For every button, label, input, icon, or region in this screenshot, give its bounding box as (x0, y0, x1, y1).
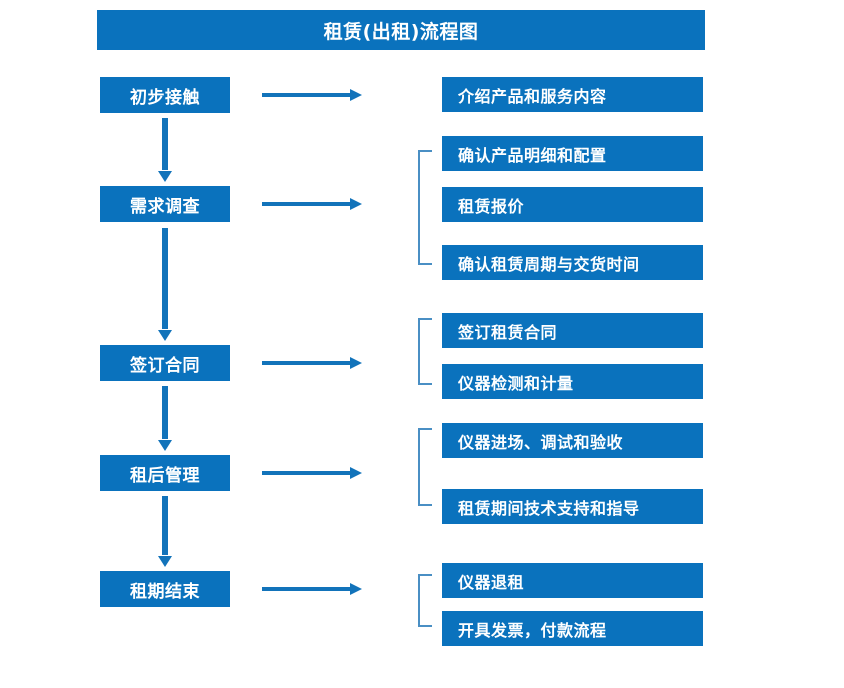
stage-box-initial-contact[interactable]: 初步接触 (100, 77, 230, 113)
detail-box-sign-rental-contract[interactable]: 签订租赁合同 (442, 313, 703, 348)
arrow-right-icon-4 (262, 467, 362, 479)
arrow-down-icon-3 (158, 386, 172, 451)
detail-box-rental-quotation[interactable]: 租赁报价 (442, 187, 703, 222)
stage-box-sign-contract[interactable]: 签订合同 (100, 345, 230, 381)
arrow-down-icon-1 (158, 118, 172, 182)
detail-box-tech-support-guidance[interactable]: 租赁期间技术支持和指导 (442, 489, 703, 524)
arrow-down-icon-4 (158, 496, 172, 567)
group-bracket-icon-2 (418, 150, 432, 265)
arrow-right-icon-1 (262, 89, 362, 101)
arrow-down-icon-2 (158, 228, 172, 341)
detail-box-invoice-payment[interactable]: 开具发票，付款流程 (442, 611, 703, 646)
detail-box-instrument-inspection[interactable]: 仪器检测和计量 (442, 364, 703, 399)
stage-box-requirement-survey[interactable]: 需求调查 (100, 186, 230, 222)
stage-box-lease-end[interactable]: 租期结束 (100, 571, 230, 607)
detail-box-intro-products-services[interactable]: 介绍产品和服务内容 (442, 77, 703, 112)
detail-box-instrument-onsite-commission[interactable]: 仪器进场、调试和验收 (442, 423, 703, 458)
arrow-right-icon-2 (262, 198, 362, 210)
stage-box-post-rental-mgmt[interactable]: 租后管理 (100, 455, 230, 491)
diagram-title: 租赁(出租)流程图 (97, 10, 705, 50)
detail-box-confirm-period-delivery[interactable]: 确认租赁周期与交货时间 (442, 245, 703, 280)
arrow-right-icon-5 (262, 583, 362, 595)
detail-box-instrument-return[interactable]: 仪器退租 (442, 563, 703, 598)
group-bracket-icon-3 (418, 318, 432, 385)
detail-box-confirm-product-spec[interactable]: 确认产品明细和配置 (442, 136, 703, 171)
arrow-right-icon-3 (262, 357, 362, 369)
group-bracket-icon-4 (418, 428, 432, 506)
group-bracket-icon-5 (418, 574, 432, 627)
